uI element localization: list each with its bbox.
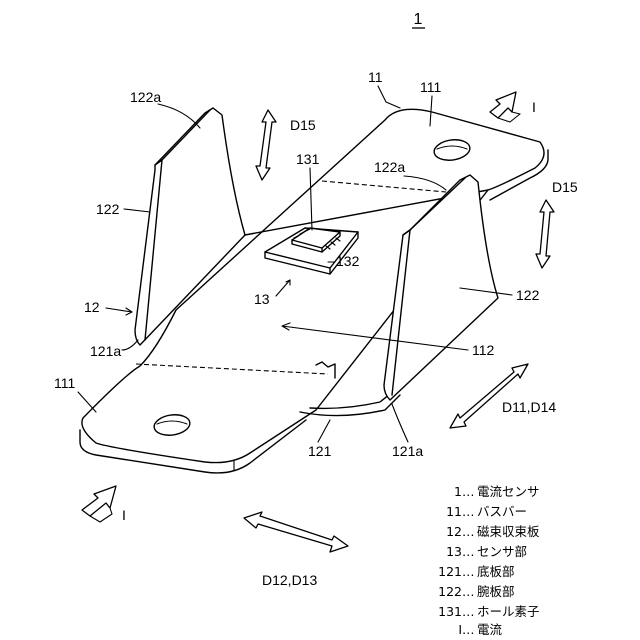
svg-text:…: … (462, 484, 475, 499)
d11-d14-arrow: D11,D14 (450, 364, 556, 428)
svg-text:ホール素子: ホール素子 (477, 604, 540, 619)
legend-item: 121 … 底板部 (438, 564, 514, 579)
svg-text:12: 12 (446, 524, 462, 539)
svg-text:腕板部: 腕板部 (477, 584, 515, 599)
d15-left-arrow: D15 (256, 110, 316, 180)
svg-text:131: 131 (296, 151, 320, 167)
legend-item: 11 … バスバー (446, 504, 527, 519)
svg-text:1: 1 (454, 484, 462, 499)
legend-item: 1 … 電流センサ (454, 484, 539, 499)
svg-text:電流: 電流 (477, 622, 503, 637)
d12-d13-arrow: D12,D13 (244, 512, 348, 588)
legend-item: 12 … 磁束収束板 (446, 524, 540, 539)
svg-text:…: … (462, 504, 475, 519)
svg-text:底板部: 底板部 (477, 564, 515, 579)
svg-text:11: 11 (368, 69, 383, 85)
svg-text:11: 11 (446, 504, 462, 519)
svg-text:122a: 122a (374, 159, 405, 175)
current-out-arrow: I (490, 92, 536, 122)
svg-text:…: … (462, 584, 475, 599)
svg-text:…: … (462, 604, 475, 619)
svg-text:122: 122 (96, 201, 120, 217)
svg-text:D15: D15 (552, 179, 578, 195)
svg-text:I: I (122, 507, 126, 523)
legend-item: 131 … ホール素子 (438, 604, 539, 619)
current-in-arrow: I (82, 486, 126, 523)
svg-text:111: 111 (420, 79, 441, 95)
svg-text:バスバー: バスバー (477, 504, 527, 519)
svg-text:122: 122 (516, 287, 540, 303)
svg-text:13: 13 (446, 544, 462, 559)
svg-text:1: 1 (414, 11, 423, 28)
svg-text:電流センサ: 電流センサ (477, 484, 540, 499)
svg-text:D15: D15 (290, 117, 316, 133)
legend: 1 … 電流センサ 11 … バスバー 12 … 磁束収束板 13 … センサ部… (438, 484, 540, 637)
svg-text:112: 112 (472, 342, 495, 358)
svg-text:121: 121 (438, 564, 462, 579)
svg-text:132: 132 (336, 253, 360, 269)
svg-text:121a: 121a (90, 343, 121, 359)
figure-number: 1 (412, 11, 425, 28)
legend-item: 13 … センサ部 (446, 544, 527, 559)
svg-text:D12,D13: D12,D13 (262, 572, 317, 588)
svg-text:121a: 121a (392, 443, 423, 459)
svg-text:13: 13 (254, 291, 270, 307)
svg-text:131: 131 (438, 604, 462, 619)
svg-text:…: … (462, 622, 475, 637)
d15-right-arrow: D15 (536, 179, 578, 268)
svg-text:111: 111 (54, 375, 75, 391)
svg-text:…: … (462, 564, 475, 579)
svg-text:…: … (462, 524, 475, 539)
svg-text:12: 12 (84, 299, 100, 315)
svg-text:磁束収束板: 磁束収束板 (477, 524, 540, 539)
legend-item: I … 電流 (458, 622, 502, 637)
svg-text:I: I (532, 99, 536, 115)
svg-text:D11,D14: D11,D14 (502, 399, 556, 415)
legend-item: 122 … 腕板部 (438, 584, 514, 599)
svg-text:センサ部: センサ部 (477, 544, 527, 559)
svg-text:122: 122 (438, 584, 462, 599)
svg-text:122a: 122a (130, 89, 161, 105)
svg-text:…: … (462, 544, 475, 559)
svg-text:121: 121 (308, 443, 332, 459)
